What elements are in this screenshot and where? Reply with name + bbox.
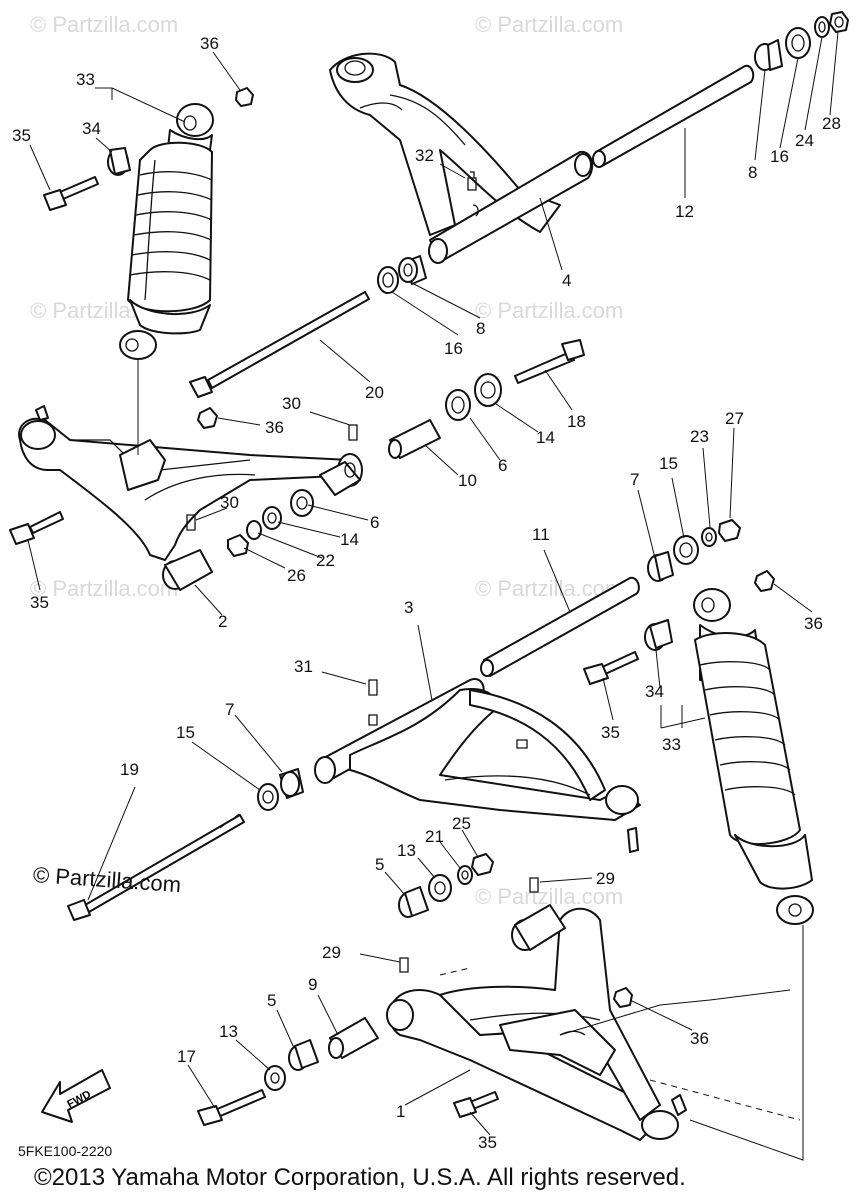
- callout-19: 19: [120, 760, 139, 779]
- callout-15: 15: [176, 723, 195, 742]
- callout-36: 36: [265, 418, 284, 437]
- callout-33: 33: [662, 735, 681, 754]
- callout-labels: 36 33 34 35 32 8 16 24 28 12 4 16 8 20 3…: [12, 34, 841, 1152]
- bushings-middle: [377, 255, 427, 294]
- bushings-mid-left: [257, 768, 304, 811]
- callout-7: 7: [630, 470, 639, 489]
- callout-35: 35: [12, 126, 31, 145]
- callout-36: 36: [804, 614, 823, 633]
- callout-16: 16: [444, 339, 463, 358]
- shock-left: [43, 87, 254, 360]
- lower-arm-left: [9, 405, 363, 591]
- callout-28: 28: [822, 114, 841, 133]
- callout-1: 1: [396, 1102, 405, 1121]
- callout-10: 10: [458, 471, 477, 490]
- callout-6: 6: [370, 513, 379, 532]
- bolt-19: [67, 813, 245, 921]
- callout-25: 25: [452, 814, 471, 833]
- callout-24: 24: [795, 131, 814, 150]
- callout-21: 21: [425, 827, 444, 846]
- callout-8: 8: [476, 319, 485, 338]
- lower-arm-bottom: [386, 877, 687, 1141]
- watermark: © Partzilla.com: [30, 12, 178, 37]
- callout-13: 13: [397, 841, 416, 860]
- callout-15: 15: [659, 454, 678, 473]
- upper-arm-middle: [314, 678, 641, 853]
- callout-27: 27: [725, 409, 744, 428]
- callout-3: 3: [404, 598, 413, 617]
- callout-30: 30: [220, 493, 239, 512]
- bushings-top-right: [754, 11, 849, 71]
- callout-33: 33: [76, 70, 95, 89]
- bolts-bottom: [197, 987, 633, 1126]
- bushings-left-arm: [227, 373, 502, 557]
- shaft-12: [592, 64, 755, 168]
- callout-32: 32: [415, 146, 434, 165]
- callout-9: 9: [308, 975, 317, 994]
- callout-4: 4: [562, 271, 571, 290]
- callout-14: 14: [536, 428, 555, 447]
- callout-13: 13: [219, 1022, 238, 1041]
- watermark: © Partzilla.com: [475, 12, 623, 37]
- watermarks: © Partzilla.com © Partzilla.com © Partzi…: [30, 12, 623, 909]
- callout-29: 29: [322, 943, 341, 962]
- bushings-right: [647, 519, 741, 582]
- fwd-arrow: FWD: [41, 1069, 111, 1123]
- callout-20: 20: [365, 383, 384, 402]
- shaft-11: [480, 576, 640, 677]
- callout-30: 30: [282, 394, 301, 413]
- callout-35: 35: [30, 593, 49, 612]
- callout-36: 36: [690, 1029, 709, 1048]
- callout-22: 22: [316, 551, 335, 570]
- upper-arm-right: [329, 52, 594, 264]
- callout-31: 31: [294, 657, 313, 676]
- copyright-notice: ©2013 Yamaha Motor Corporation, U.S.A. A…: [34, 1164, 686, 1191]
- callout-8: 8: [748, 163, 757, 182]
- callout-35: 35: [601, 723, 620, 742]
- callout-35: 35: [478, 1133, 497, 1152]
- shock-right: [583, 570, 814, 925]
- callout-6: 6: [498, 456, 507, 475]
- callout-18: 18: [567, 412, 586, 431]
- callout-34: 34: [82, 119, 101, 138]
- callout-11: 11: [532, 525, 550, 544]
- leader-lines: [27, 31, 839, 1136]
- callout-26: 26: [287, 566, 306, 585]
- callout-12: 12: [675, 202, 694, 221]
- callout-16: 16: [770, 147, 789, 166]
- callout-17: 17: [177, 1047, 196, 1066]
- bolt-20: [189, 291, 370, 398]
- diagram-code: 5FKE100-2220: [18, 1143, 113, 1159]
- callout-2: 2: [218, 612, 227, 631]
- callout-36: 36: [200, 34, 219, 53]
- assembly-lines: [137, 360, 804, 1161]
- callout-5: 5: [375, 855, 384, 874]
- callout-29: 29: [596, 869, 615, 888]
- bolt-18: [514, 339, 585, 384]
- callout-23: 23: [690, 427, 709, 446]
- bushings-bottom: [264, 853, 494, 1091]
- callout-14: 14: [340, 530, 359, 549]
- callout-5: 5: [267, 991, 276, 1010]
- callout-34: 34: [645, 682, 664, 701]
- watermark: © Partzilla.com: [475, 298, 623, 323]
- watermark: © Partzilla.com: [30, 576, 178, 601]
- callout-7: 7: [225, 700, 234, 719]
